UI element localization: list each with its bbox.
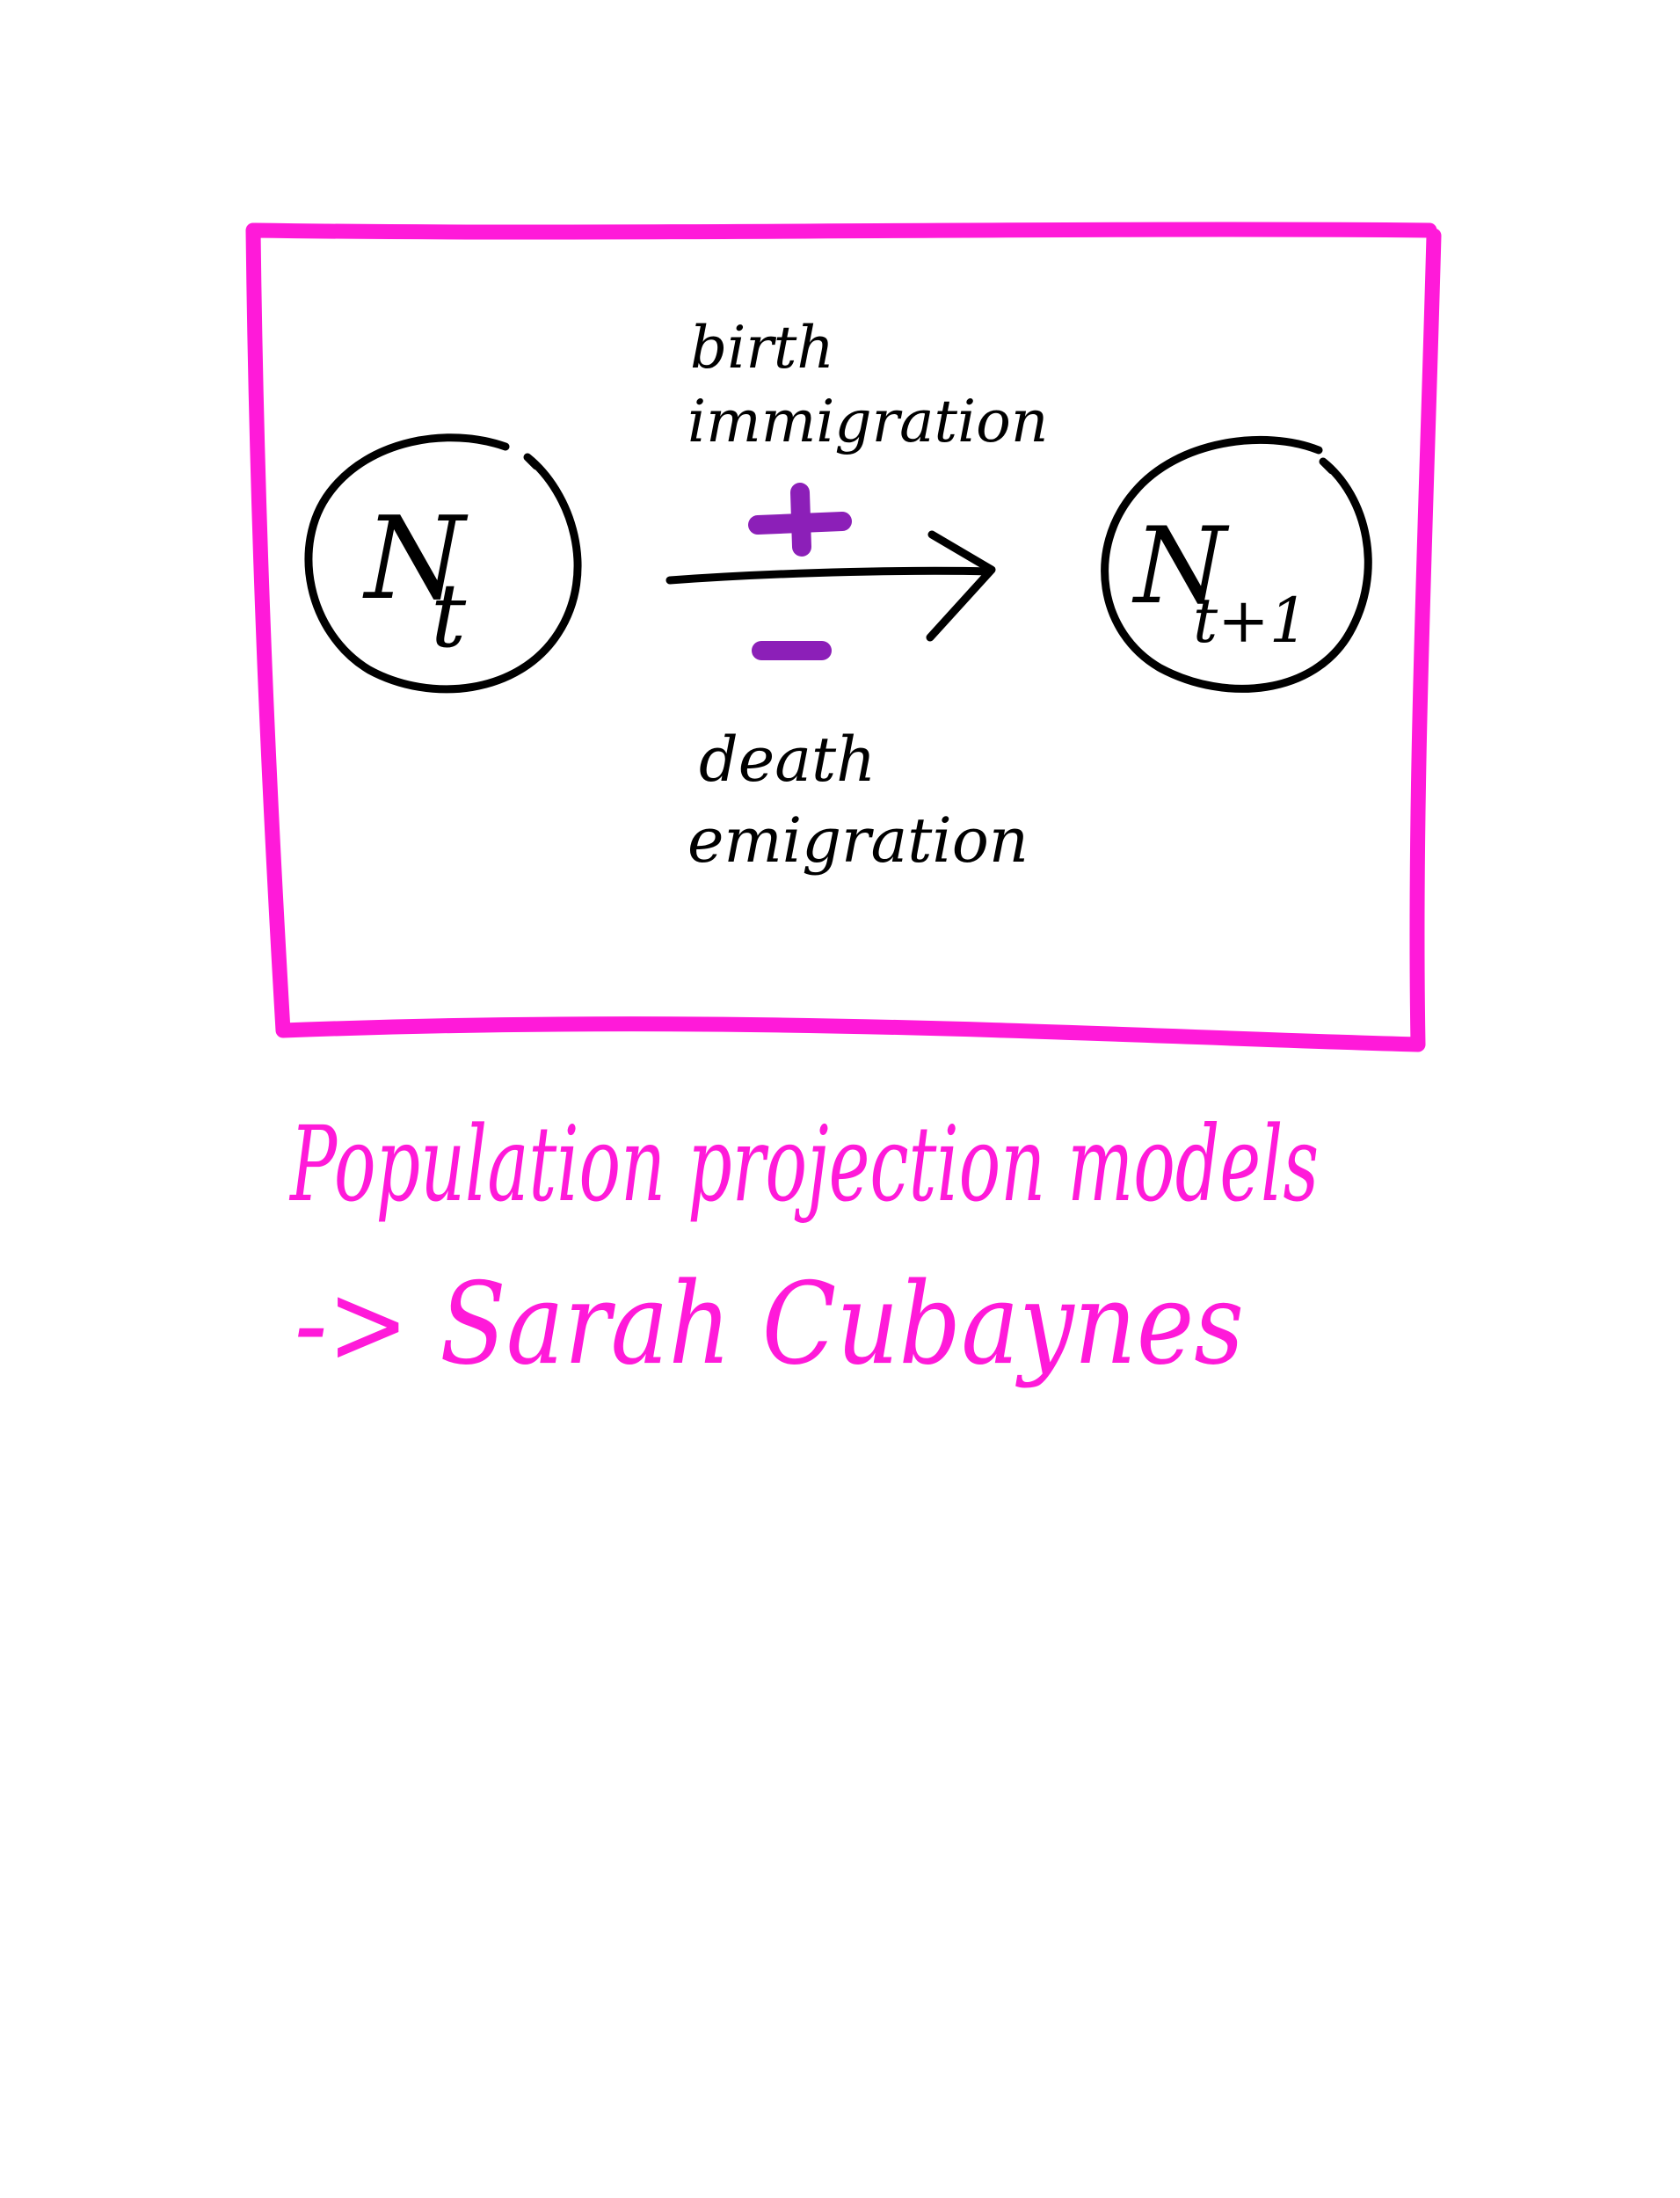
node-next-subscript: t+1 — [1193, 585, 1308, 657]
node-current-subscript: t — [431, 564, 467, 667]
loss-label-death: death — [699, 724, 876, 796]
caption-title: Population projection models — [289, 1103, 1319, 1225]
plus-sign — [748, 483, 852, 557]
gain-label-birth: birth — [690, 314, 834, 382]
plus-sign-vertical — [790, 483, 811, 557]
node-next-symbol: N — [1131, 506, 1230, 628]
transition-arrow — [665, 530, 996, 642]
gains-group: birth immigration — [687, 314, 1048, 557]
losses-group: death emigration — [687, 641, 1029, 877]
loss-label-emigration: emigration — [687, 804, 1029, 877]
arrow-head — [926, 530, 996, 642]
node-next-population: N t+1 — [1101, 435, 1372, 693]
caption-author: -> Sarah Cubaynes — [295, 1259, 1244, 1390]
node-current-population: N t — [304, 433, 582, 694]
node-current-symbol: N — [362, 491, 469, 625]
arrow-shaft — [665, 566, 993, 585]
node-next-circle — [1101, 435, 1372, 693]
diagram-frame — [245, 222, 1442, 1052]
gain-label-immigration: immigration — [687, 388, 1048, 455]
node-current-circle — [304, 433, 582, 694]
